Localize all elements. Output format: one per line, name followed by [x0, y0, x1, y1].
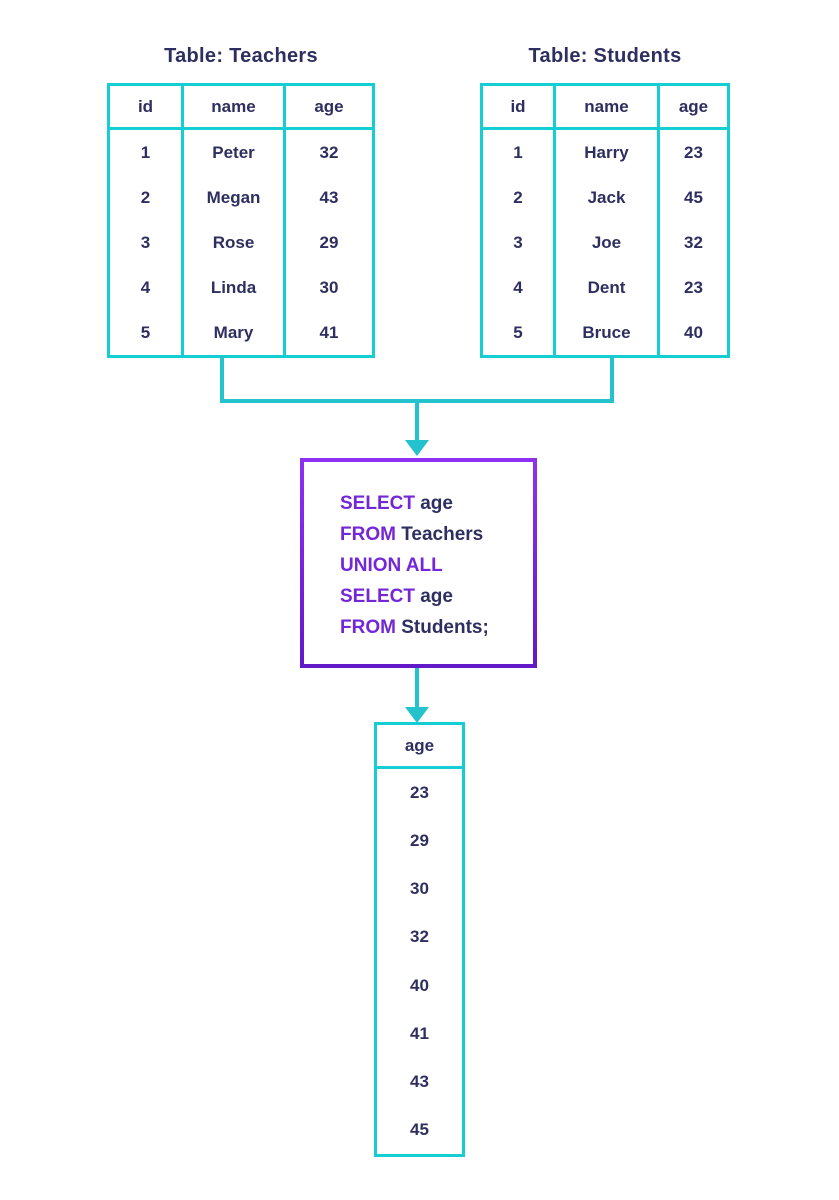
teachers-id-column: id 1 2 3 4 5	[110, 86, 181, 355]
sql-line: FROM Students;	[340, 612, 533, 643]
table-cell: 23	[410, 783, 429, 803]
connector-line-right	[610, 356, 614, 403]
sql-keyword: SELECT	[340, 493, 415, 514]
connector-line-left	[220, 356, 224, 403]
table-cell: Mary	[213, 322, 254, 342]
table-cell: 2	[513, 187, 523, 207]
sql-line: SELECT age	[340, 581, 533, 612]
table-cell: 23	[684, 277, 703, 297]
students-id-column: id 1 2 3 4 5	[483, 86, 553, 355]
sql-text: age	[414, 493, 453, 514]
sql-text: Students;	[395, 617, 489, 638]
arrow-down-icon	[405, 440, 429, 456]
students-table: id 1 2 3 4 5 name Harry Jack Joe Dent Br…	[480, 83, 730, 358]
students-table-title: Table: Students	[528, 45, 682, 67]
sql-query-box: SELECT age FROM Teachers UNION ALL SELEC…	[300, 458, 537, 668]
sql-line: UNION ALL	[340, 550, 533, 581]
table-cell: Dent	[587, 277, 626, 297]
sql-line: FROM Teachers	[340, 519, 533, 550]
sql-line: SELECT age	[340, 488, 533, 519]
table-cell: 5	[140, 322, 151, 342]
teachers-name-column: name Peter Megan Rose Linda Mary	[181, 86, 283, 355]
table-cell: 1	[513, 142, 523, 162]
table-cell: 45	[410, 1119, 429, 1139]
table-cell: Rose	[212, 232, 255, 252]
column-header: age	[660, 86, 727, 130]
sql-keyword: UNION ALL	[340, 555, 443, 576]
arrow-down-icon	[405, 707, 429, 723]
sql-text: age	[414, 586, 453, 607]
table-cell: 32	[410, 927, 429, 947]
table-cell: 43	[319, 187, 339, 207]
table-cell: 23	[684, 142, 703, 162]
table-cell: 3	[513, 232, 523, 252]
table-cell: 5	[513, 322, 523, 342]
table-cell: 43	[410, 1071, 429, 1091]
column-header: name	[556, 86, 657, 130]
table-cell: Linda	[210, 277, 257, 297]
arrow-shaft	[415, 399, 419, 441]
students-name-column: name Harry Jack Joe Dent Bruce	[553, 86, 657, 355]
table-cell: Megan	[206, 187, 261, 207]
table-cell: 29	[319, 232, 339, 252]
table-cell: 1	[140, 142, 151, 162]
sql-text: Teachers	[395, 524, 484, 545]
table-cell: Peter	[212, 142, 255, 162]
table-cell: 4	[513, 277, 523, 297]
table-cell: 40	[684, 322, 703, 342]
table-cell: Joe	[591, 232, 622, 252]
arrow-shaft	[415, 668, 419, 708]
column-header: id	[110, 86, 181, 130]
table-cell: Jack	[587, 187, 626, 207]
table-cell: 45	[684, 187, 703, 207]
table-cell: 40	[410, 975, 429, 995]
table-cell: 41	[410, 1023, 429, 1043]
table-cell: 30	[410, 879, 429, 899]
sql-keyword: FROM	[340, 524, 396, 545]
table-cell: 32	[684, 232, 703, 252]
sql-keyword: SELECT	[340, 586, 415, 607]
teachers-table: id 1 2 3 4 5 name Peter Megan Rose Linda…	[107, 83, 375, 358]
column-header: id	[483, 86, 553, 130]
column-header: age	[377, 725, 462, 769]
table-cell: 2	[140, 187, 151, 207]
table-cell: Harry	[584, 142, 629, 162]
column-header: name	[184, 86, 283, 130]
table-cell: 30	[319, 277, 339, 297]
table-cell: 32	[319, 142, 339, 162]
column-header: age	[286, 86, 372, 130]
table-cell: 4	[140, 277, 151, 297]
table-cell: 3	[140, 232, 151, 252]
table-cell: 41	[319, 322, 339, 342]
result-table: age 23 29 30 32 40 41 43 45	[374, 722, 465, 1157]
teachers-age-column: age 32 43 29 30 41	[283, 86, 372, 355]
students-age-column: age 23 45 32 23 40	[657, 86, 727, 355]
teachers-table-title: Table: Teachers	[164, 45, 318, 67]
sql-keyword: FROM	[340, 617, 396, 638]
table-cell: 29	[410, 831, 429, 851]
table-cell: Bruce	[582, 322, 631, 342]
